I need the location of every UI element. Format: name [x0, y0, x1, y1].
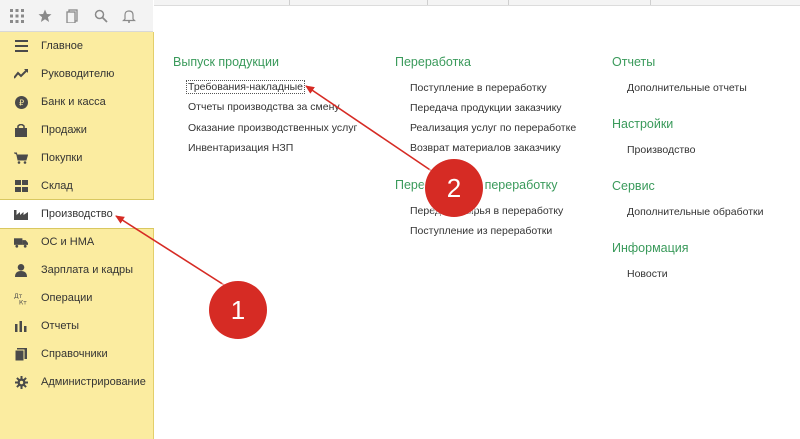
sidebar-item-label: Зарплата и кадры	[41, 264, 134, 276]
search-icon[interactable]	[90, 5, 112, 27]
group-title-output: Выпуск продукции	[173, 55, 279, 69]
group-title-settings: Настройки	[612, 117, 674, 131]
sidebar-item-label: Продажи	[41, 124, 87, 136]
sidebar-item-label: ОС и НМА	[41, 236, 95, 248]
gear-icon	[14, 375, 28, 389]
link-wip-inventory[interactable]: Инвентаризация НЗП	[188, 142, 294, 154]
sidebar-item-references[interactable]: Справочники	[0, 340, 153, 368]
annotation-badge-2: 2	[425, 159, 483, 217]
link-production-services[interactable]: Оказание производственных услуг	[188, 122, 358, 134]
menu-icon	[14, 39, 28, 53]
notification-bell-icon[interactable]	[118, 5, 140, 27]
sidebar-item-admin[interactable]: Администрирование	[0, 368, 153, 396]
sidebar-item-label: Справочники	[41, 348, 108, 360]
sidebar-item-reports[interactable]: Отчеты	[0, 312, 153, 340]
sidebar-item-bank[interactable]: ₽ Банк и касса	[0, 88, 153, 116]
sidebar-item-sales[interactable]: Продажи	[0, 116, 153, 144]
apps-grid-icon[interactable]	[6, 5, 28, 27]
link-requisition-invoices[interactable]: Требования-накладные	[186, 80, 306, 94]
link-receipt-for-processing[interactable]: Поступление в переработку	[410, 82, 547, 94]
sidebar-item-salary[interactable]: Зарплата и кадры	[0, 256, 153, 284]
svg-text:Дт: Дт	[14, 293, 23, 300]
tab-strip	[154, 0, 800, 6]
favorites-star-icon[interactable]	[34, 5, 56, 27]
book-icon	[14, 347, 28, 361]
svg-text:Кт: Кт	[19, 299, 27, 305]
sidebar-item-label: Покупки	[41, 152, 83, 164]
group-title-service: Сервис	[612, 179, 655, 193]
top-toolbar	[0, 0, 153, 32]
sidebar-item-label: Руководителю	[41, 68, 115, 80]
link-receipt-from-processing[interactable]: Поступление из переработки	[410, 225, 553, 237]
link-shift-production-reports[interactable]: Отчеты производства за смену	[188, 101, 340, 113]
link-production-settings[interactable]: Производство	[627, 144, 696, 156]
group-title-information: Информация	[612, 241, 689, 255]
link-news[interactable]: Новости	[627, 268, 668, 280]
sidebar-item-warehouse[interactable]: Склад	[0, 172, 153, 200]
sidebar-item-label: Производство	[41, 208, 113, 220]
link-return-materials[interactable]: Возврат материалов заказчику	[410, 142, 561, 154]
link-processing-services-sale[interactable]: Реализация услуг по переработке	[410, 122, 577, 134]
sections-sidebar: Главное Руководителю ₽ Банк и касса Прод…	[0, 32, 154, 439]
sidebar-item-label: Операции	[41, 292, 93, 304]
annotation-badge-1: 1	[209, 281, 267, 339]
warehouse-icon	[14, 179, 28, 193]
svg-text:₽: ₽	[18, 98, 23, 107]
sidebar-item-manager[interactable]: Руководителю	[0, 60, 153, 88]
group-title-reports: Отчеты	[612, 55, 656, 69]
link-transfer-to-customer[interactable]: Передача продукции заказчику	[410, 102, 562, 114]
sidebar-item-purchases[interactable]: Покупки	[0, 144, 153, 172]
sidebar-item-main[interactable]: Главное	[0, 32, 153, 60]
sidebar-item-production[interactable]: Производство	[0, 199, 154, 229]
link-additional-processing[interactable]: Дополнительные обработки	[627, 206, 764, 218]
sidebar-item-assets[interactable]: ОС и НМА	[0, 228, 153, 256]
cart-icon	[14, 151, 28, 165]
truck-icon	[14, 235, 28, 249]
coin-icon: ₽	[14, 95, 28, 109]
person-icon	[14, 263, 28, 277]
bar-chart-icon	[14, 319, 28, 333]
history-icon[interactable]	[62, 5, 84, 27]
sidebar-item-label: Администрирование	[41, 376, 146, 388]
sidebar-item-label: Отчеты	[41, 320, 80, 332]
bag-icon	[14, 123, 28, 137]
link-additional-reports[interactable]: Дополнительные отчеты	[627, 82, 747, 94]
factory-icon	[14, 207, 28, 221]
group-title-processing: Переработка	[395, 55, 472, 69]
trend-icon	[14, 67, 28, 81]
sidebar-item-label: Главное	[41, 40, 84, 52]
sidebar-item-label: Банк и касса	[41, 96, 106, 108]
sidebar-item-label: Склад	[41, 180, 73, 192]
